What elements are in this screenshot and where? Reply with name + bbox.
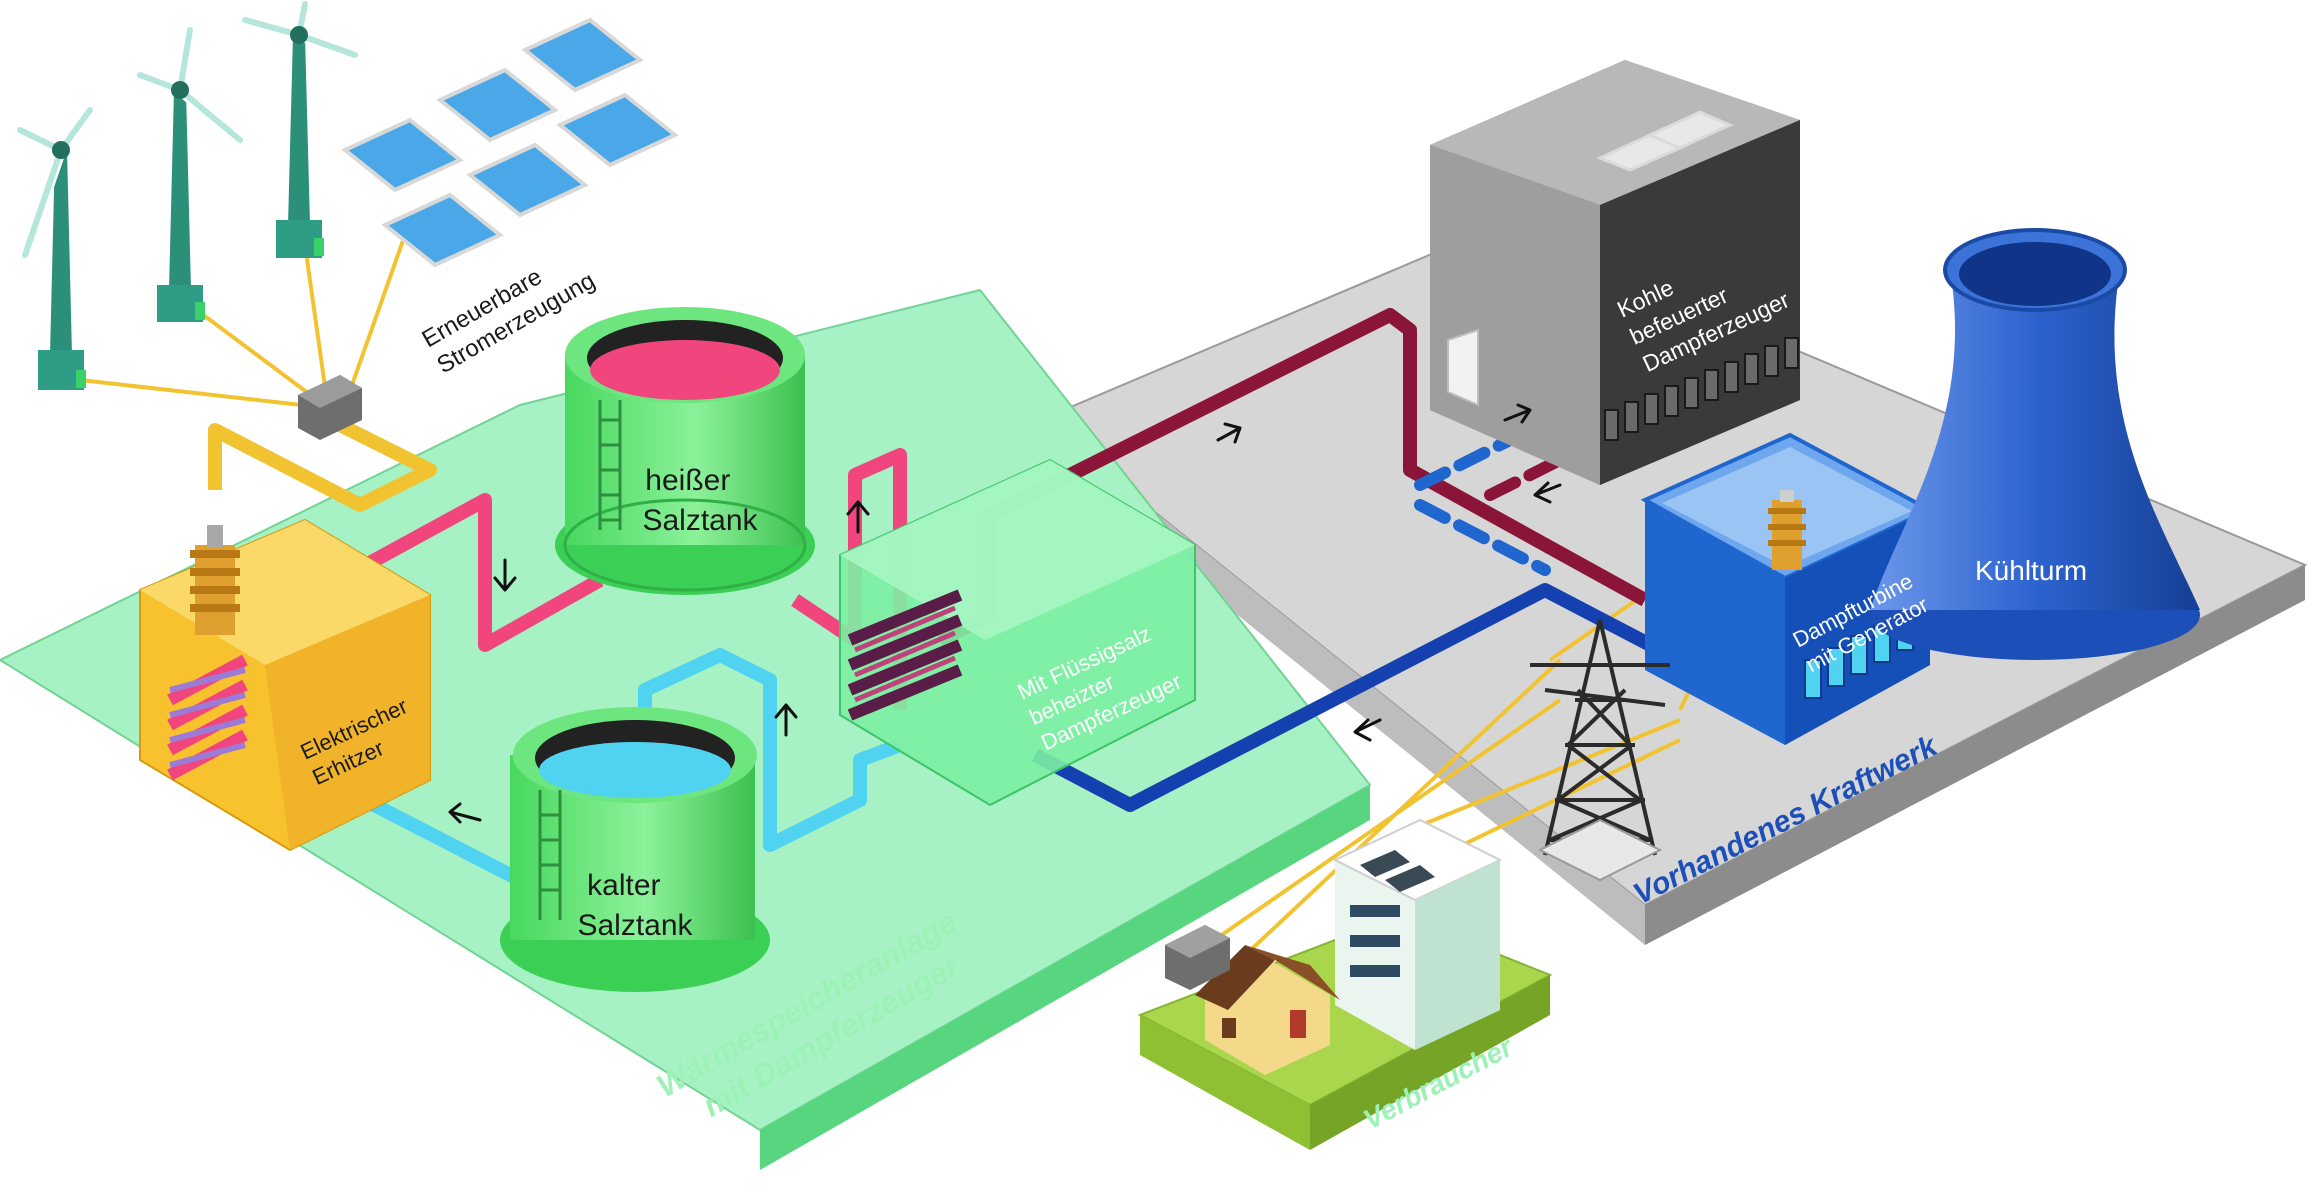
cold-tank-label: kalter Salztank [577, 869, 693, 942]
wind-turbine-icon [239, 0, 361, 258]
arrow-icon [1503, 403, 1532, 424]
boiler-vent-icon [1596, 110, 1734, 172]
arrow-icon [448, 802, 482, 824]
heater-insulator-icon [190, 525, 240, 635]
boiler-windows [1604, 337, 1799, 441]
wind-turbine-icon [14, 104, 96, 390]
electric-heater [139, 518, 431, 852]
solar-panel-icon [341, 17, 679, 268]
arrow-icon [1216, 422, 1242, 444]
heater-coil [167, 654, 248, 781]
consumer-junction-box [1165, 925, 1230, 990]
steam-generator-coil [847, 589, 963, 721]
heater-supply-line [208, 418, 437, 512]
cooling-tower [1870, 228, 2200, 660]
office-windows [1350, 905, 1400, 977]
turbine-insulator-icon [1768, 490, 1806, 570]
hot-tank-label: heißer Salztank [642, 464, 758, 537]
boiler-door-icon [1447, 328, 1479, 407]
flow-arrows [448, 403, 1562, 824]
office-solar-panel-icon [1360, 850, 1435, 892]
salt-steam-generator [839, 458, 1196, 807]
house-icon [1195, 945, 1340, 1075]
transmission-tower-icon [1530, 619, 1670, 882]
office-building [1332, 818, 1503, 1050]
hot-salt-tank [555, 307, 815, 595]
coal-boiler [1430, 60, 1800, 485]
wind-turbine-icon [134, 24, 246, 322]
cold-salt-tank [500, 707, 770, 992]
cooling-tower-label: Kühlturm [1975, 555, 2087, 586]
water-pipe [1031, 583, 1664, 812]
arrow-icon [774, 703, 798, 737]
turbine-building [1640, 432, 1935, 745]
arrow-icon [1533, 481, 1562, 504]
arrow-icon [493, 558, 517, 592]
arrow-icon [846, 500, 870, 534]
arrow-icon [1353, 718, 1382, 742]
renewables-junction-box [298, 375, 362, 440]
